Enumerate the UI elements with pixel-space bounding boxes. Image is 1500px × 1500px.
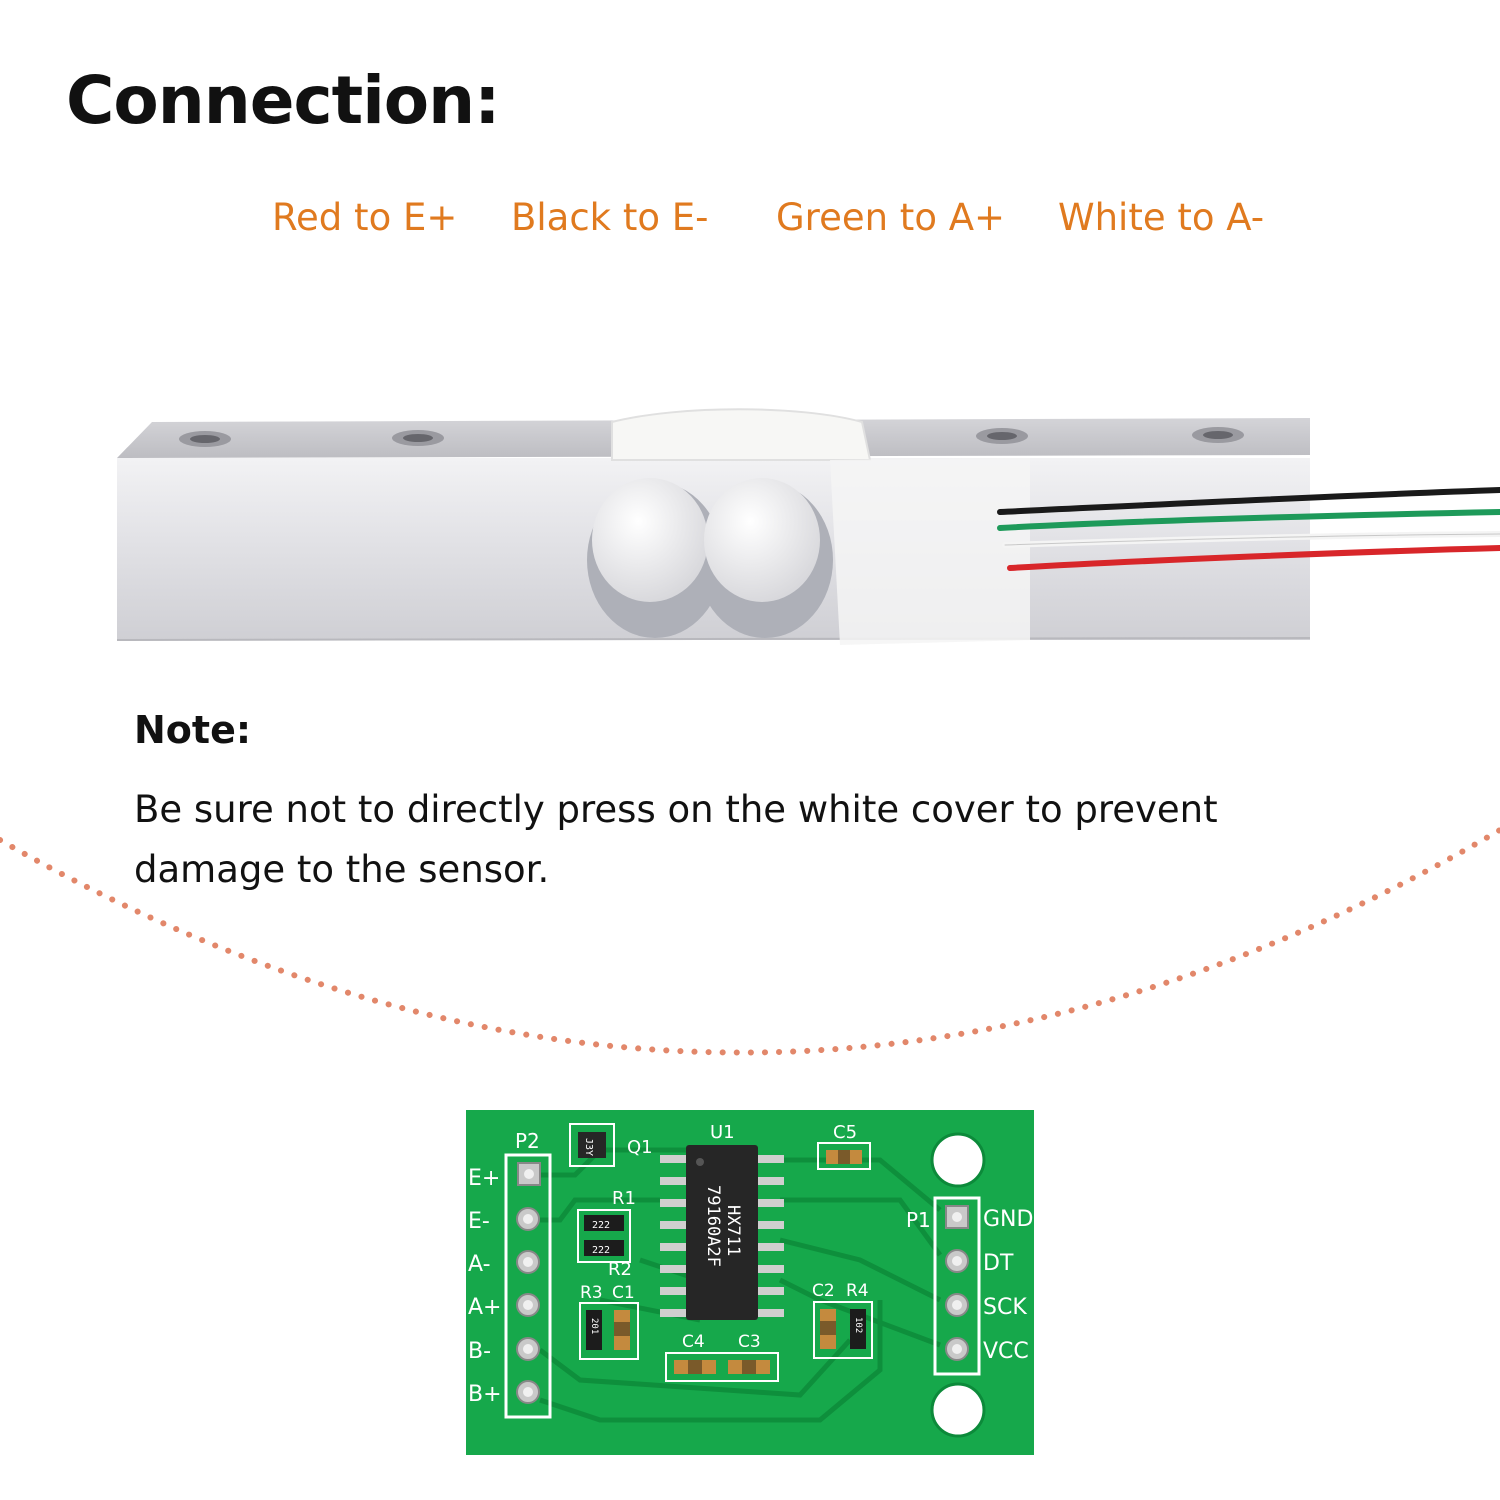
ref-r4: R4	[846, 1281, 869, 1301]
load-cell-image	[116, 408, 1500, 645]
chip-ref-u1: U1	[710, 1122, 735, 1143]
ref-c2: C2	[812, 1281, 835, 1301]
ref-r2: R2	[608, 1259, 632, 1280]
white-cover-side	[830, 458, 1030, 645]
resistor-r2-marking: 222	[592, 1245, 610, 1256]
load-cell-wires	[997, 487, 1500, 571]
pin-label-e-plus: E+	[468, 1166, 500, 1191]
pin-label-b-minus: B-	[468, 1339, 491, 1364]
ref-r3: R3	[580, 1283, 603, 1303]
resistor-r1-marking: 222	[592, 1220, 610, 1231]
resistor-r4	[850, 1309, 866, 1349]
transistor-marking: J3Y	[583, 1138, 594, 1156]
header-p1-label: P1	[906, 1208, 931, 1232]
ref-c1: C1	[612, 1283, 635, 1303]
white-cover	[611, 408, 872, 461]
wire-label-black: Black to E-	[511, 196, 709, 239]
resistor-r1	[584, 1215, 624, 1231]
strain-slot	[587, 478, 833, 638]
wire-label-red: Red to E+	[272, 196, 458, 239]
left-pin-labels: E+ E- A- A+ B- B+	[468, 1166, 502, 1407]
pcb-mount-hole-bottom	[930, 1382, 986, 1438]
header-p2-label: P2	[515, 1129, 540, 1153]
resistor-r2	[584, 1240, 624, 1256]
ref-q1: Q1	[627, 1137, 653, 1158]
chip-pins	[660, 1155, 784, 1317]
pin-label-dt: DT	[983, 1251, 1014, 1276]
ref-r1: R1	[612, 1188, 636, 1209]
pin-label-a-plus: A+	[468, 1295, 501, 1320]
pin-label-vcc: VCC	[983, 1339, 1029, 1364]
resistor-r3-marking: 201	[589, 1318, 599, 1334]
pin-label-a-minus: A-	[468, 1252, 491, 1277]
wire-label-green: Green to A+	[776, 196, 1006, 239]
wire-label-white: White to A-	[1058, 196, 1265, 239]
hx711-chip	[686, 1145, 758, 1320]
ref-c5: C5	[833, 1122, 857, 1143]
resistor-r4-marking: 102	[853, 1317, 863, 1333]
right-pin-labels: GND DT SCK VCC	[983, 1207, 1033, 1364]
chip-marking-line2: 79160A2F	[703, 1185, 723, 1267]
right-header-pins	[945, 1205, 969, 1361]
pcb-mount-hole-top	[930, 1132, 986, 1188]
note-label: Note:	[134, 708, 252, 752]
ref-c4: C4	[682, 1332, 705, 1352]
ref-c3: C3	[738, 1332, 761, 1352]
transistor-q1	[578, 1132, 606, 1158]
page-title: Connection:	[66, 62, 501, 139]
resistor-r3	[586, 1310, 602, 1350]
left-header-pins	[516, 1162, 541, 1404]
pin-label-sck: SCK	[983, 1295, 1027, 1320]
pin-label-e-minus: E-	[468, 1209, 490, 1234]
pin-label-b-plus: B+	[468, 1382, 502, 1407]
chip-marking-line1: HX711	[723, 1205, 743, 1256]
pin-label-gnd: GND	[983, 1207, 1033, 1232]
